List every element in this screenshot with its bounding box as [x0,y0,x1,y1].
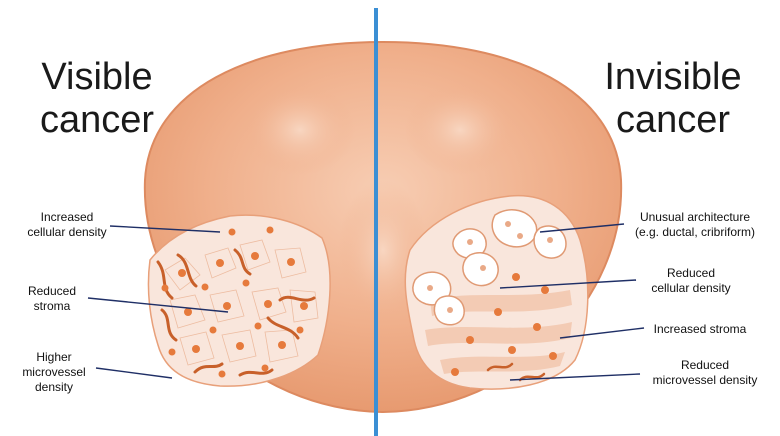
label-line: microvessel [12,365,96,380]
nucleus [541,286,549,294]
gland-lumen-dot [467,239,473,245]
nucleus [278,341,286,349]
label-line: Reduced [640,358,770,373]
nucleus [223,302,231,310]
nucleus [508,346,516,354]
label-reduced-microvessel-density: Reduced microvessel density [640,358,770,388]
nucleus [451,368,459,376]
invisible-cancer-heading: Invisible cancer [598,56,748,142]
label-line: Increased [12,210,122,225]
label-line: microvessel density [640,373,770,388]
gland-lumen-dot [505,221,511,227]
label-line: Unusual architecture [620,210,770,225]
gland-lumen-dot [517,233,523,239]
gland-lumen-dot [480,265,486,271]
lobe-highlight-right [405,85,515,175]
gland-lumen-dot [547,237,553,243]
nucleus [178,269,186,277]
label-line: cellular density [636,281,746,296]
nucleus [255,323,262,330]
nucleus [267,227,274,234]
nucleus [169,349,176,356]
nucleus [512,273,520,281]
label-line: density [12,380,96,395]
label-line: stroma [12,299,92,314]
gland-lumen-dot [447,307,453,313]
nucleus [466,336,474,344]
label-unusual-architecture: Unusual architecture (e.g. ductal, cribr… [620,210,770,240]
label-line: cellular density [12,225,122,240]
nucleus [300,302,308,310]
label-increased-cellular-density: Increased cellular density [12,210,122,240]
nucleus [287,258,295,266]
nucleus [243,280,250,287]
label-line: (e.g. ductal, cribriform) [620,225,770,240]
label-line: Reduced [636,266,746,281]
nucleus [184,308,192,316]
nucleus [202,284,209,291]
label-line: Higher [12,350,96,365]
visible-heading-line2: cancer [22,99,172,142]
label-reduced-stroma: Reduced stroma [12,284,92,314]
leader-line-higher-microvessel-density [96,368,172,378]
invisible-heading-line1: Invisible [598,56,748,99]
nucleus [264,300,272,308]
nucleus [533,323,541,331]
label-line: Increased stroma [640,322,760,337]
nucleus [251,252,259,260]
gland-lumen-dot [427,285,433,291]
label-increased-stroma: Increased stroma [640,322,760,337]
label-reduced-cellular-density: Reduced cellular density [636,266,746,296]
invisible-heading-line2: cancer [598,99,748,142]
nucleus [494,308,502,316]
nucleus [192,345,200,353]
visible-heading-line1: Visible [22,56,172,99]
visible-tumour [148,215,330,386]
label-higher-microvessel-density: Higher microvessel density [12,350,96,395]
nucleus [262,365,269,372]
nucleus [210,327,217,334]
nucleus [549,352,557,360]
nucleus [236,342,244,350]
label-line: Reduced [12,284,92,299]
visible-cancer-heading: Visible cancer [22,56,172,142]
nucleus [297,327,304,334]
lobe-highlight-left [245,85,355,175]
nucleus [219,371,226,378]
nucleus [229,229,236,236]
nucleus [162,285,169,292]
nucleus [216,259,224,267]
